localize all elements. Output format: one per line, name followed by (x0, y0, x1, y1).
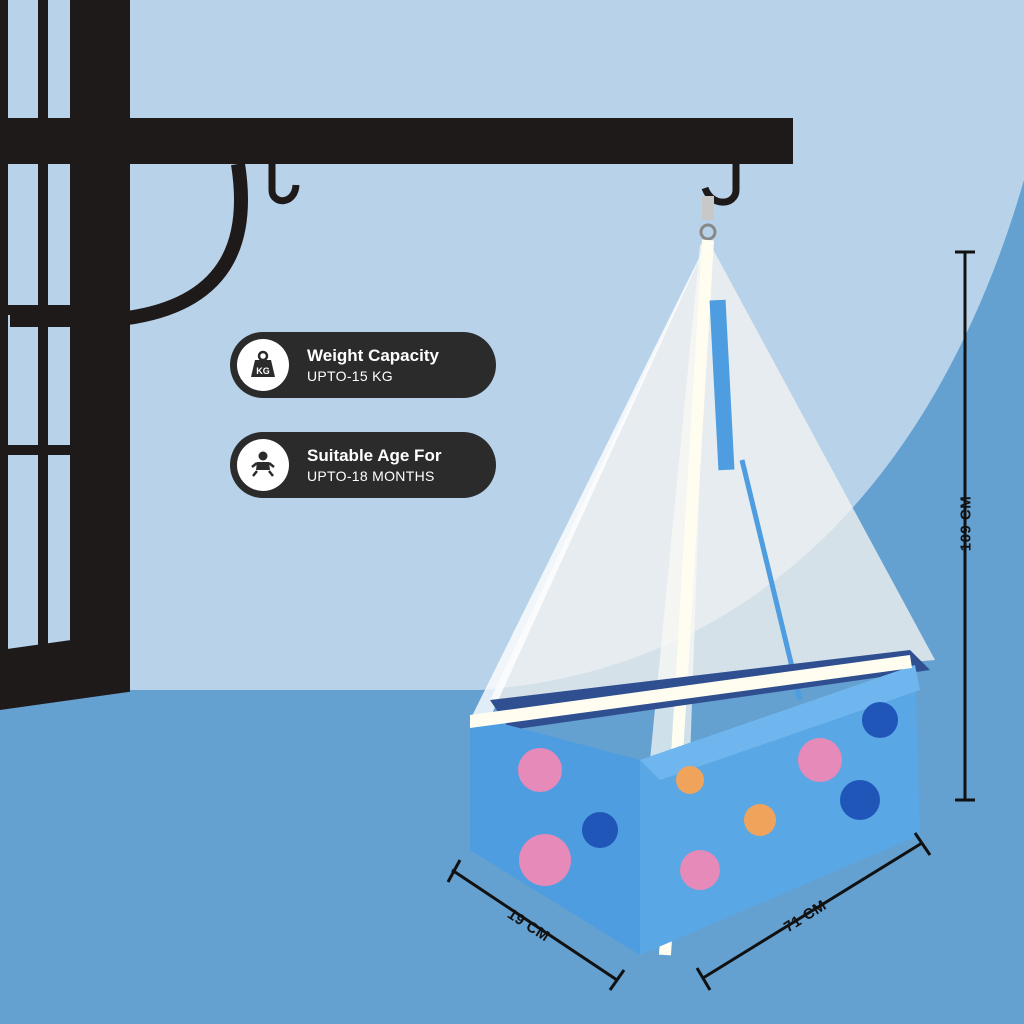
window-grill (0, 0, 130, 710)
dimension-lines (446, 250, 975, 991)
weight-icon: KG (237, 339, 289, 391)
height-dimension-label: 109 CM (957, 495, 975, 552)
svg-text:KG: KG (256, 366, 270, 376)
suitable-age-value: UPTO-18 MONTHS (307, 468, 435, 485)
baby-icon (237, 439, 289, 491)
weight-capacity-title: Weight Capacity (307, 345, 439, 365)
hanging-bracket (0, 118, 793, 327)
cradle-hook (699, 196, 717, 241)
weight-capacity-value: UPTO-15 KG (307, 368, 393, 385)
mosquito-net (470, 239, 935, 956)
suitable-age-badge: Suitable Age For UPTO-18 MONTHS (230, 432, 496, 498)
weight-capacity-badge: KG Weight Capacity UPTO-15 KG (230, 332, 496, 398)
zipper-strap (709, 299, 803, 701)
suitable-age-title: Suitable Age For (307, 445, 442, 465)
cradle-body (470, 650, 930, 955)
